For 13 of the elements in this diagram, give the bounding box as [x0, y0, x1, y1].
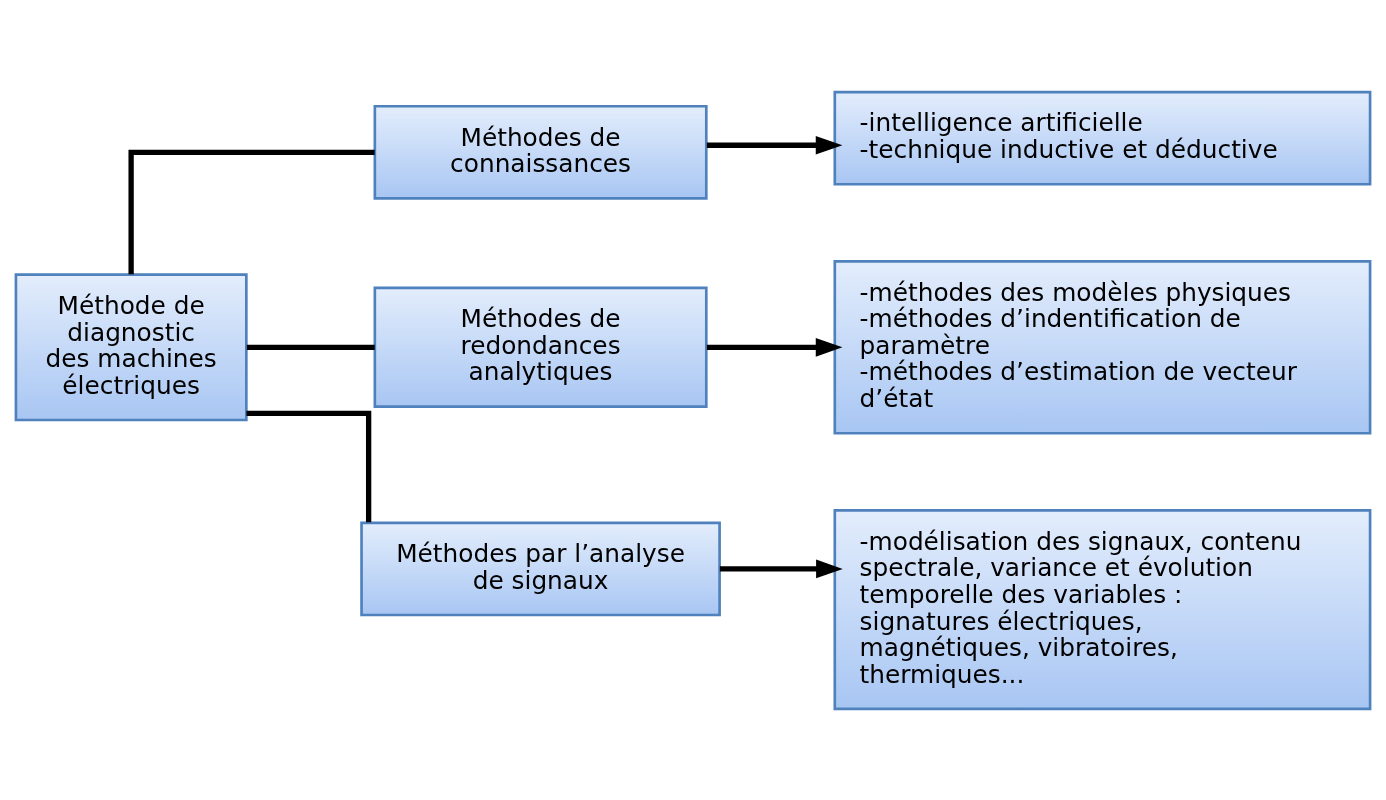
- arrow: [706, 337, 843, 357]
- node-box: Méthode de diagnostic des machines électriques: [14, 272, 248, 421]
- arrow: [706, 135, 843, 155]
- arrow: [719, 559, 843, 578]
- node-box: -méthodes des modèles physiques -méthodes d’indentification de paramètre -méthodes d’estimation de vecteur d’état: [833, 259, 1372, 435]
- node-box: Méthodes par l’analyse de signaux: [360, 520, 721, 616]
- connector: [128, 149, 375, 274]
- node-box: -modélisation des signaux, contenu spectrale, variance et évolution temporelle des variables : signatures électriques, magnétiques, vibratoires, thermiques...: [833, 508, 1372, 710]
- connector: [246, 344, 375, 350]
- node-box: Méthodes de redondances analytiques: [373, 286, 708, 408]
- node-box: -intelligence artificielle -technique inductive et déductive: [833, 90, 1372, 186]
- node-box: Méthodes de connaissances: [373, 104, 708, 200]
- connector: [246, 410, 372, 522]
